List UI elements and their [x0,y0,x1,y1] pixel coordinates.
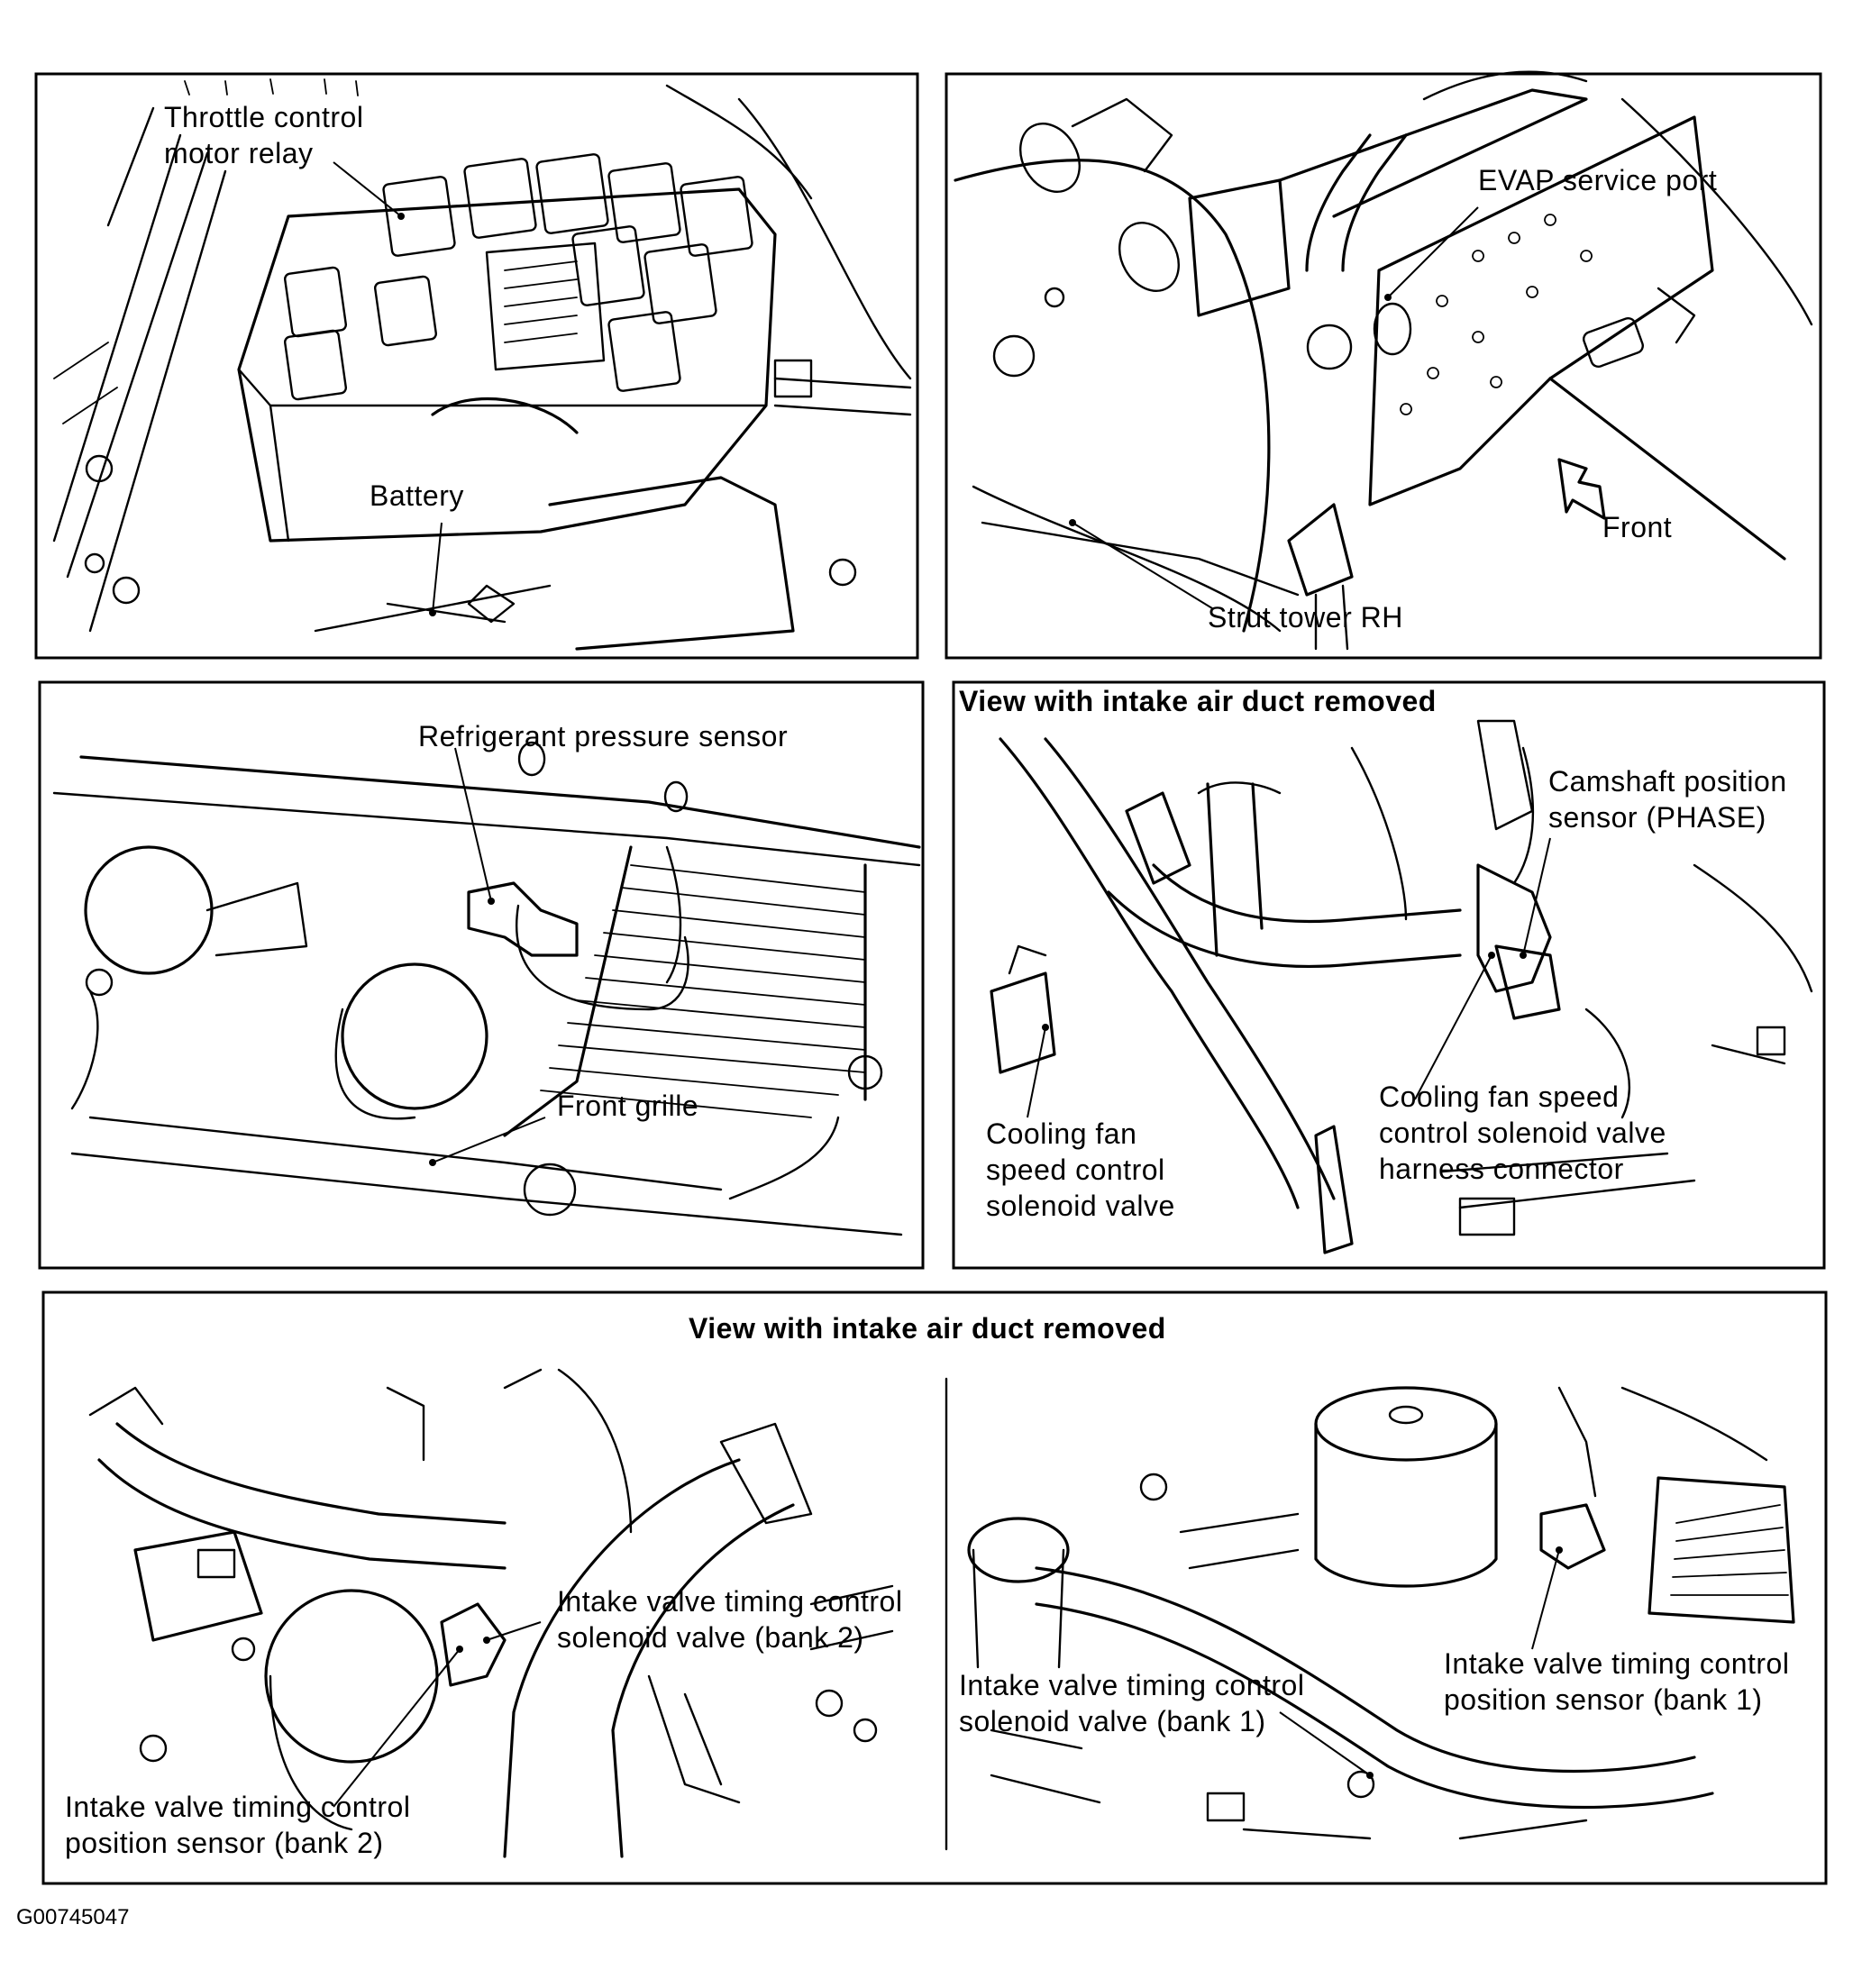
label-fan-valve-harness-connector: Cooling fan speed control solenoid valve… [1379,1081,1666,1185]
top-right-illustration [954,70,1813,651]
leader-evap-port [1387,206,1479,298]
middle-right-illustration [990,719,1813,1254]
leader-ivt-sensor-bank1 [1531,1549,1560,1650]
heading-bottom: View with intake air duct removed [689,1312,1166,1345]
label-ivt-solenoid-valve-bank2: Intake valve timing control solenoid val… [557,1585,903,1654]
label-throttle-control-motor-relay: Throttle control motor relay [164,101,364,169]
panel-frame-top-right [945,72,1822,660]
label-camshaft-position-sensor: Camshaft position sensor (PHASE) [1548,765,1787,834]
label-front: Front [1602,511,1673,543]
label-ivt-position-sensor-bank1: Intake valve timing control position sen… [1444,1647,1790,1716]
label-battery: Battery [370,479,464,512]
heading-middle-right: View with intake air duct removed [959,685,1437,717]
leader-ivt-valve-bank1 [1279,1711,1371,1776]
label-evap-service-port: EVAP service port [1478,164,1718,196]
leader-camshaft-sensor [1522,837,1551,956]
bottom-right-illustration [967,1386,1795,1840]
leader-fan-valve [1027,1026,1046,1118]
bottom-left-illustration [88,1368,894,1858]
label-ivt-position-sensor-bank2: Intake valve timing control position sen… [65,1791,411,1859]
leader-refrigerant-sensor [454,747,492,902]
leader-ivt-valve-bank2 [486,1621,542,1641]
top-left-illustration [52,78,912,651]
label-front-grille: Front grille [557,1090,699,1122]
panel-frame-bottom [41,1290,1828,1885]
panel-frame-middle-right [952,680,1826,1270]
panel-frame-middle-left [38,680,925,1270]
panel-frame-top-left [34,72,919,660]
label-strut-tower-rh: Strut tower RH [1208,601,1403,634]
leader-ivt-sensor-bank2 [333,1648,461,1808]
leader-front-grille [432,1117,546,1163]
leader-battery [432,522,443,614]
label-cooling-fan-solenoid-valve: Cooling fan speed control solenoid valve [986,1117,1175,1222]
leader-fan-valve-connector [1414,954,1492,1100]
figure-id: G00745047 [16,1905,130,1929]
leader-throttle-relay [333,161,402,217]
front-arrow-icon [1557,458,1606,520]
label-ivt-solenoid-valve-bank1: Intake valve timing control solenoid val… [959,1669,1305,1737]
middle-left-illustration [52,741,921,1236]
leader-strut-tower [1072,522,1213,609]
label-refrigerant-pressure-sensor: Refrigerant pressure sensor [418,720,789,752]
